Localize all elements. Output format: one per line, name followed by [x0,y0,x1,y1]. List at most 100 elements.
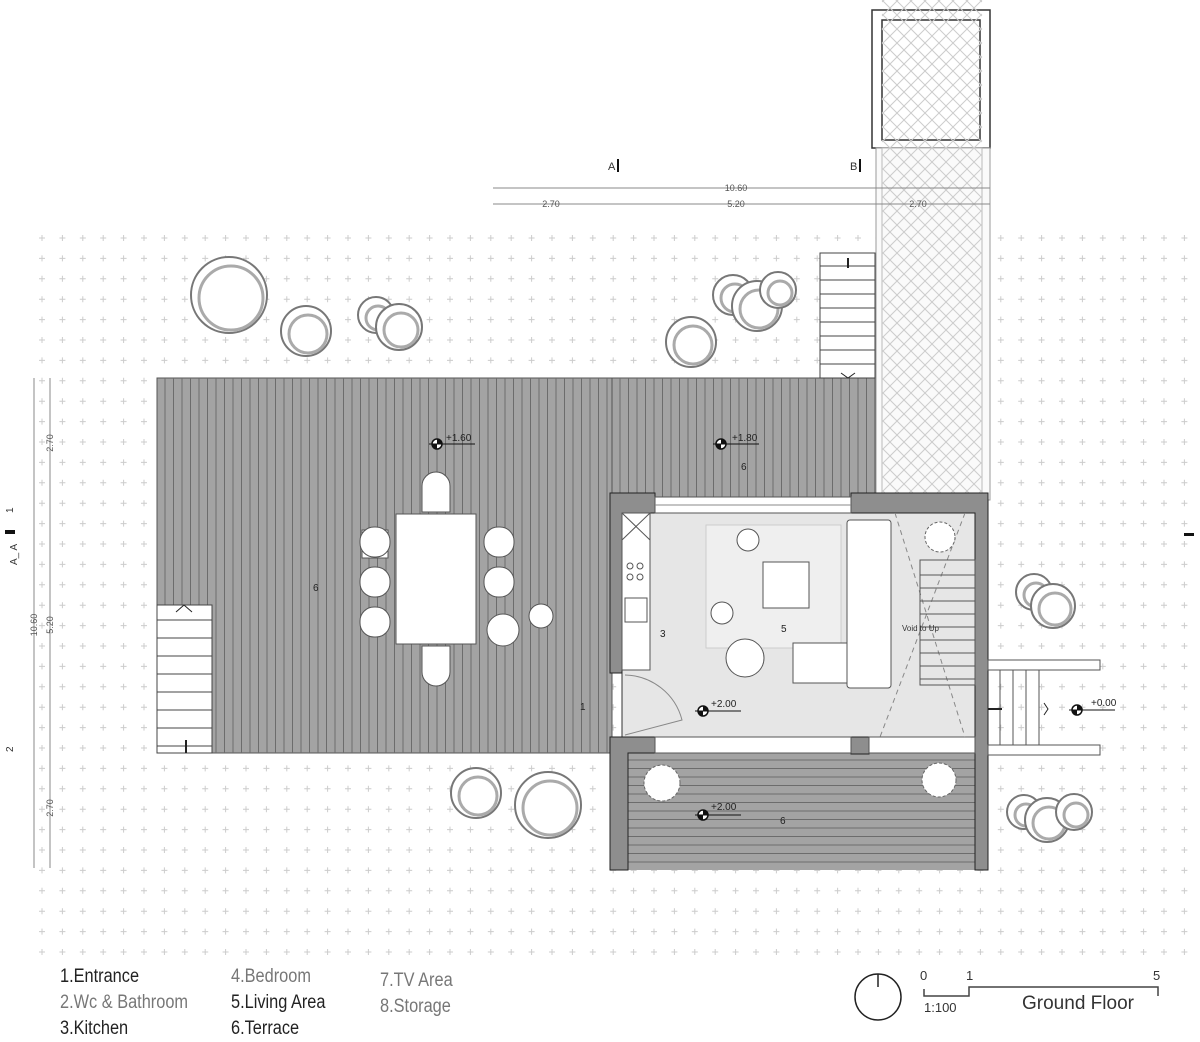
grid-cross [243,235,249,241]
grid-cross [1059,867,1065,874]
grid-cross [120,867,127,874]
grid-cross [79,561,86,568]
void-label: Void to Up [902,624,939,633]
grid-cross [1140,459,1147,466]
grid-cross [59,357,66,364]
grid-cross [1181,479,1188,486]
grid-cross [141,337,147,343]
grid-cross [39,908,45,915]
grid-cross [671,928,678,935]
hatch-line [882,238,982,338]
grid-cross [1120,867,1127,874]
grid-cross [895,887,902,894]
grid-cross [1120,806,1127,813]
grid-cross [1018,724,1025,731]
grid-cross [385,235,392,241]
grid-cross [39,459,45,466]
grid-cross [1079,541,1086,547]
grid-cross [997,908,1004,915]
grid-cross [1018,887,1025,894]
grid-cross [1140,663,1147,670]
grid-cross [304,296,311,303]
grid-cross [855,908,861,915]
stairs-top [819,252,876,379]
grid-cross [1079,887,1086,894]
grid-cross [141,643,147,649]
grid-cross [936,949,943,955]
grid-cross [1161,602,1167,609]
grid-cross [447,316,453,323]
grid-cross [161,806,168,813]
grid-cross [406,847,413,853]
grid-cross [1120,581,1127,588]
grid-cross [1120,398,1127,405]
grid-cross [202,908,209,915]
grid-cross [385,949,392,955]
grid-cross [589,275,596,282]
grid-cross [1120,663,1127,670]
dim-left-part-3: 2.70 [45,799,55,817]
room-number-entrance: 1 [580,702,586,713]
grid-cross [283,357,290,364]
grid-cross [712,275,719,282]
grid-cross [1120,561,1127,568]
hatch-line [882,364,982,464]
grid-cross [406,887,413,894]
grid-cross [997,255,1004,262]
grid-cross [1018,337,1025,343]
grid-cross [875,887,882,894]
grid-cross [467,867,474,874]
grid-cross [39,887,45,894]
hatch-line [882,322,982,422]
north-arrow [854,973,902,1021]
grid-cross [365,337,372,343]
grid-cross [1161,418,1167,425]
grid-cross [39,683,45,690]
grid-cross [1079,847,1086,853]
grid-cross [1181,541,1188,547]
grid-cross [79,683,86,690]
grid-cross [467,337,474,343]
grid-cross [1099,398,1106,405]
grid-cross [691,296,698,303]
tree [1030,583,1076,629]
grid-cross [79,581,86,588]
grid-cross [997,561,1004,568]
grid-cross [997,622,1004,629]
grid-cross [100,908,107,915]
tree-canopy [1062,801,1090,829]
grid-cross [59,847,66,853]
grid-cross [589,867,596,874]
grid-cross [1161,316,1167,323]
grid-cross [1059,500,1065,507]
grid-cross [1140,235,1147,241]
grid-cross [691,908,698,915]
grid-cross [1079,867,1086,874]
dim-top-total: 10.60 [725,183,748,193]
grid-cross [1018,908,1025,915]
grid-cross [120,459,127,466]
grid-cross [1059,377,1065,384]
grid-cross [1099,663,1106,670]
grid-cross [651,337,657,343]
grid-cross [1079,643,1086,649]
grid-cross [1038,765,1045,772]
grid-cross [753,357,759,364]
grid-cross [79,357,86,364]
grid-cross [1140,785,1147,792]
grid-cross [1038,928,1045,935]
grid-cross [1018,704,1025,711]
grid-cross [1018,418,1025,425]
grid-cross [1099,235,1106,241]
grid-cross [181,296,188,303]
grid-cross [977,949,984,955]
grid-cross [549,908,555,915]
grid-cross [59,724,66,731]
grid-cross [283,826,290,833]
grid-cross [651,296,657,303]
hatch-line [882,28,982,128]
grid-cross [39,377,45,384]
grid-cross [712,928,719,935]
grid-cross [1038,887,1045,894]
grid-cross [528,316,535,323]
